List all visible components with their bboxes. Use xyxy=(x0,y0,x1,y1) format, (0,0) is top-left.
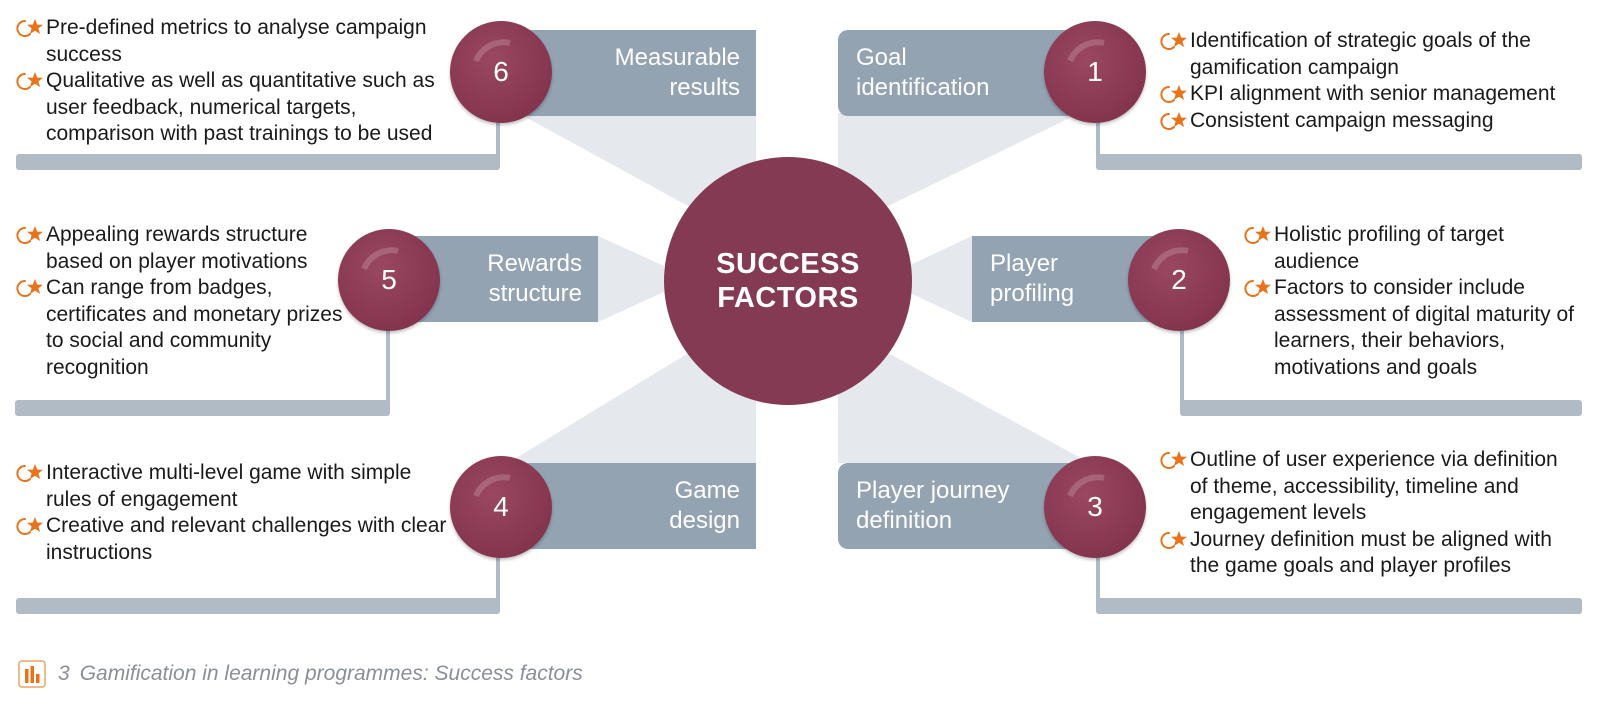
figure-caption: 3 Gamification in learning programmes: S… xyxy=(18,660,583,688)
factor-1-badge: 1 xyxy=(1044,21,1146,123)
stem-4 xyxy=(496,548,500,604)
center-title-line1: SUCCESS xyxy=(716,248,860,280)
factor-2-bullets: Holistic profiling of target audience Fa… xyxy=(1244,222,1584,381)
list-item: Factors to consider include assessment o… xyxy=(1244,275,1584,381)
star-bullet-icon xyxy=(16,516,44,538)
star-bullet-icon xyxy=(16,18,44,40)
center-circle: SUCCESS FACTORS xyxy=(664,157,912,405)
factor-5-title-line2: structure xyxy=(488,280,582,307)
stem-3 xyxy=(1096,548,1100,604)
star-bullet-icon xyxy=(1244,278,1272,300)
star-bullet-icon xyxy=(1244,225,1272,247)
stem-5 xyxy=(386,322,390,406)
factor-4-badge: 4 xyxy=(450,456,552,558)
factor-3-bullets: Outline of user experience via definitio… xyxy=(1160,447,1580,580)
underline-1 xyxy=(1096,154,1582,170)
bar-chart-icon xyxy=(18,660,46,688)
factor-5-title: Rewards structure xyxy=(410,236,598,322)
factor-4-bullets: Interactive multi-level game with simple… xyxy=(16,460,456,566)
factor-6-bullets: Pre-defined metrics to analyse campaign … xyxy=(16,15,456,148)
list-item: Appealing rewards structure based on pla… xyxy=(16,222,356,275)
underline-2 xyxy=(1180,400,1582,416)
factor-3-title-line1: Player journey xyxy=(856,477,1010,504)
list-item: Qualitative as well as quantitative such… xyxy=(16,68,456,148)
factor-6-title-line2: results xyxy=(669,74,740,101)
list-item: Identification of strategic goals of the… xyxy=(1160,28,1580,81)
factor-6-title: Measurable results xyxy=(518,30,756,116)
factor-1-title: Goal identification xyxy=(838,30,1078,116)
factor-5-title-line1: Rewards xyxy=(487,250,582,277)
factor-2-title-line1: Player xyxy=(990,250,1059,277)
star-bullet-icon xyxy=(1160,84,1188,106)
stem-6 xyxy=(496,120,500,160)
star-bullet-icon xyxy=(1160,530,1188,552)
list-item: Consistent campaign messaging xyxy=(1160,108,1580,135)
factor-1-number: 1 xyxy=(1087,56,1103,87)
factor-3-title-line2: definition xyxy=(856,507,953,534)
factor-4-title-line2: design xyxy=(669,507,740,534)
factor-4-title: Game design xyxy=(518,463,756,549)
underline-5 xyxy=(15,400,390,416)
wedge-2 xyxy=(908,236,972,322)
factor-6-badge: 6 xyxy=(450,21,552,123)
list-item: Holistic profiling of target audience xyxy=(1244,222,1584,275)
factor-2-badge: 2 xyxy=(1128,229,1230,331)
factor-3-badge: 3 xyxy=(1044,456,1146,558)
factor-2-title-line2: profiling xyxy=(990,280,1075,307)
stem-2 xyxy=(1180,322,1184,406)
center-title-line2: FACTORS xyxy=(717,282,859,314)
wedge-4 xyxy=(508,352,756,463)
star-bullet-icon xyxy=(16,278,44,300)
star-bullet-icon xyxy=(1160,450,1188,472)
factor-5-badge: 5 xyxy=(338,229,440,331)
list-item: Creative and relevant challenges with cl… xyxy=(16,513,456,566)
wedge-5 xyxy=(598,236,664,322)
stem-1 xyxy=(1096,120,1100,160)
factor-3-number: 3 xyxy=(1087,491,1103,522)
factor-1-title-line2: identification xyxy=(856,74,990,101)
star-bullet-icon xyxy=(16,225,44,247)
factor-1-title-line1: Goal xyxy=(856,44,907,71)
star-bullet-icon xyxy=(16,463,44,485)
underline-3 xyxy=(1096,598,1582,614)
underline-6 xyxy=(16,154,500,170)
factor-4-number: 4 xyxy=(493,491,509,522)
star-bullet-icon xyxy=(1160,31,1188,53)
list-item: KPI alignment with senior management xyxy=(1160,81,1580,108)
wedge-1 xyxy=(838,113,1080,207)
list-item: Pre-defined metrics to analyse campaign … xyxy=(16,15,456,68)
star-bullet-icon xyxy=(1160,111,1188,133)
wedge-3 xyxy=(838,352,1090,463)
caption-text: Gamification in learning programmes: Suc… xyxy=(79,662,583,685)
factor-6-title-line1: Measurable xyxy=(614,44,740,71)
factor-6-number: 6 xyxy=(493,56,509,87)
wedge-6 xyxy=(518,113,756,207)
list-item: Journey definition must be aligned with … xyxy=(1160,527,1580,580)
star-bullet-icon xyxy=(16,71,44,93)
factor-1-bullets: Identification of strategic goals of the… xyxy=(1160,28,1580,134)
factor-5-bullets: Appealing rewards structure based on pla… xyxy=(16,222,356,381)
factor-2-number: 2 xyxy=(1171,264,1187,295)
factor-4-title-line1: Game xyxy=(674,477,740,504)
factor-3-title: Player journey definition xyxy=(838,463,1078,549)
factor-5-number: 5 xyxy=(381,264,397,295)
list-item: Can range from badges, certificates and … xyxy=(16,275,356,381)
caption-number: 3 xyxy=(58,662,70,685)
underline-4 xyxy=(16,598,500,614)
list-item: Outline of user experience via definitio… xyxy=(1160,447,1580,527)
list-item: Interactive multi-level game with simple… xyxy=(16,460,456,513)
